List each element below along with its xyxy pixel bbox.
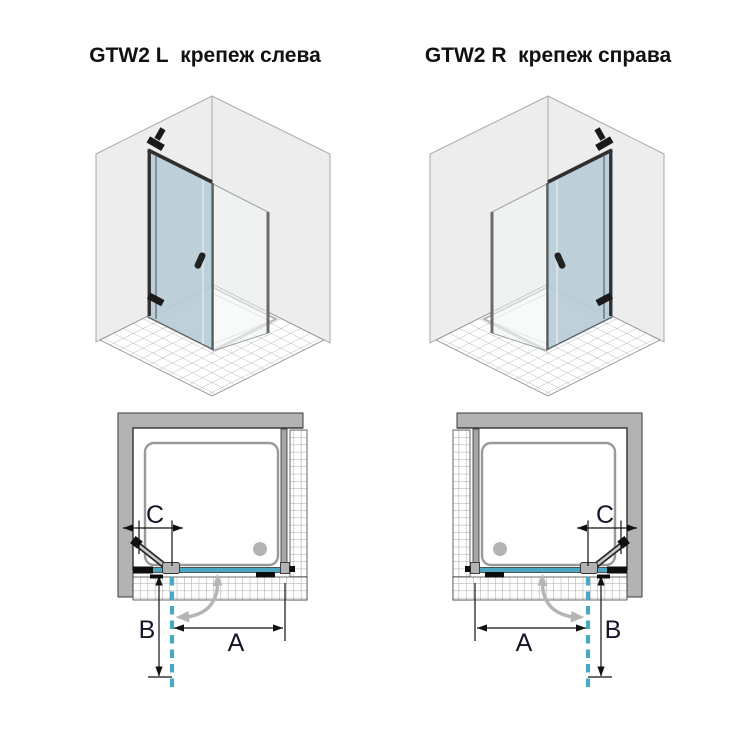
right-diagram [430, 96, 664, 691]
left-diagram-title: GTW2 L крепеж слева [89, 44, 321, 67]
right-diagram-title: GTW2 R крепеж справа [425, 44, 672, 67]
dimension-label-b-left: B [139, 616, 156, 644]
dimension-label-b-right: B [605, 616, 622, 644]
dimension-label-a-left: A [228, 629, 245, 657]
dimension-label-c-right: C [596, 501, 614, 529]
dimension-label-c-left: C [146, 501, 164, 529]
dimension-label-a-right: A [516, 629, 533, 657]
left-diagram [96, 96, 330, 691]
